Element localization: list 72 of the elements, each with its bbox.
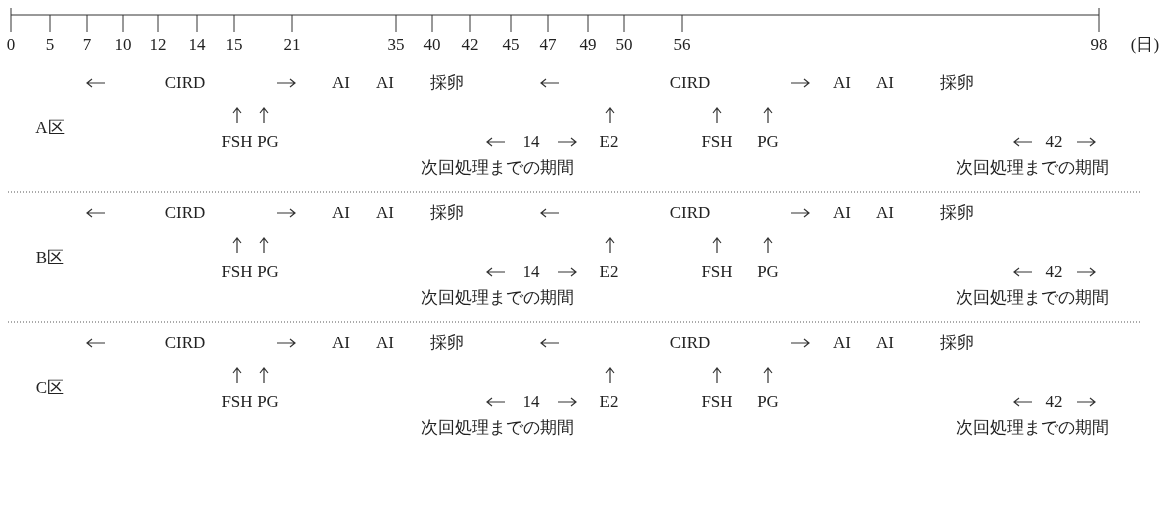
step-label: AI (833, 73, 851, 93)
step-label: AI (332, 203, 350, 223)
group-label: B区 (35, 248, 65, 268)
day-number: 35 (387, 35, 405, 55)
step-label: AI (332, 333, 350, 353)
day-number: 45 (502, 35, 520, 55)
interval-number: 42 (1045, 262, 1063, 282)
day-number: 50 (615, 35, 633, 55)
step-label: AI (376, 333, 394, 353)
group-label: A区 (35, 118, 65, 138)
day-number: 5 (45, 35, 55, 55)
day-number: 12 (149, 35, 167, 55)
interval-number: 14 (522, 392, 540, 412)
interval-number: 42 (1045, 392, 1063, 412)
step-label: CIRD (164, 333, 206, 353)
step-label: 採卵 (430, 203, 464, 223)
day-number: 0 (6, 35, 16, 55)
interval-caption: 次回処理までの期間 (955, 288, 1109, 308)
step-label: CIRD (669, 203, 711, 223)
day-number: 21 (283, 35, 301, 55)
step-label: AI (876, 73, 894, 93)
day-number: 14 (188, 35, 206, 55)
step-label: AI (876, 203, 894, 223)
step-label: CIRD (669, 73, 711, 93)
day-number: 7 (82, 35, 92, 55)
step-label: 採卵 (430, 333, 464, 353)
day-number: 98 (1090, 35, 1108, 55)
hormone-label: PG (257, 392, 279, 412)
hormone-label: PG (757, 132, 779, 152)
step-label: AI (376, 203, 394, 223)
interval-caption: 次回処理までの期間 (420, 288, 574, 308)
step-label: AI (876, 333, 894, 353)
interval-caption: 次回処理までの期間 (420, 158, 574, 178)
step-label: 採卵 (940, 73, 974, 93)
group-label: C区 (35, 378, 65, 398)
step-label: 採卵 (940, 203, 974, 223)
hormone-label: FSH (701, 392, 733, 412)
step-label: CIRD (164, 73, 206, 93)
unit-label: (日) (1130, 35, 1160, 55)
step-label: AI (833, 203, 851, 223)
day-number: 47 (539, 35, 557, 55)
hormone-label: PG (757, 392, 779, 412)
hormone-label: E2 (599, 132, 619, 152)
hormone-label: FSH (221, 132, 253, 152)
interval-number: 42 (1045, 132, 1063, 152)
hormone-label: FSH (221, 392, 253, 412)
hormone-label: PG (757, 262, 779, 282)
step-label: CIRD (164, 203, 206, 223)
interval-number: 14 (522, 132, 540, 152)
step-label: AI (332, 73, 350, 93)
step-label: 採卵 (430, 73, 464, 93)
hormone-label: FSH (701, 262, 733, 282)
step-label: 採卵 (940, 333, 974, 353)
hormone-label: PG (257, 262, 279, 282)
day-number: 10 (114, 35, 132, 55)
hormone-label: FSH (701, 132, 733, 152)
day-number: 42 (461, 35, 479, 55)
day-number: 56 (673, 35, 691, 55)
day-number: 49 (579, 35, 597, 55)
step-label: CIRD (669, 333, 711, 353)
hormone-label: E2 (599, 392, 619, 412)
interval-number: 14 (522, 262, 540, 282)
step-label: AI (833, 333, 851, 353)
day-number: 15 (225, 35, 243, 55)
step-label: AI (376, 73, 394, 93)
interval-caption: 次回処理までの期間 (955, 158, 1109, 178)
day-number: 40 (423, 35, 441, 55)
hormone-label: FSH (221, 262, 253, 282)
interval-caption: 次回処理までの期間 (420, 418, 574, 438)
interval-caption: 次回処理までの期間 (955, 418, 1109, 438)
hormone-label: PG (257, 132, 279, 152)
hormone-label: E2 (599, 262, 619, 282)
